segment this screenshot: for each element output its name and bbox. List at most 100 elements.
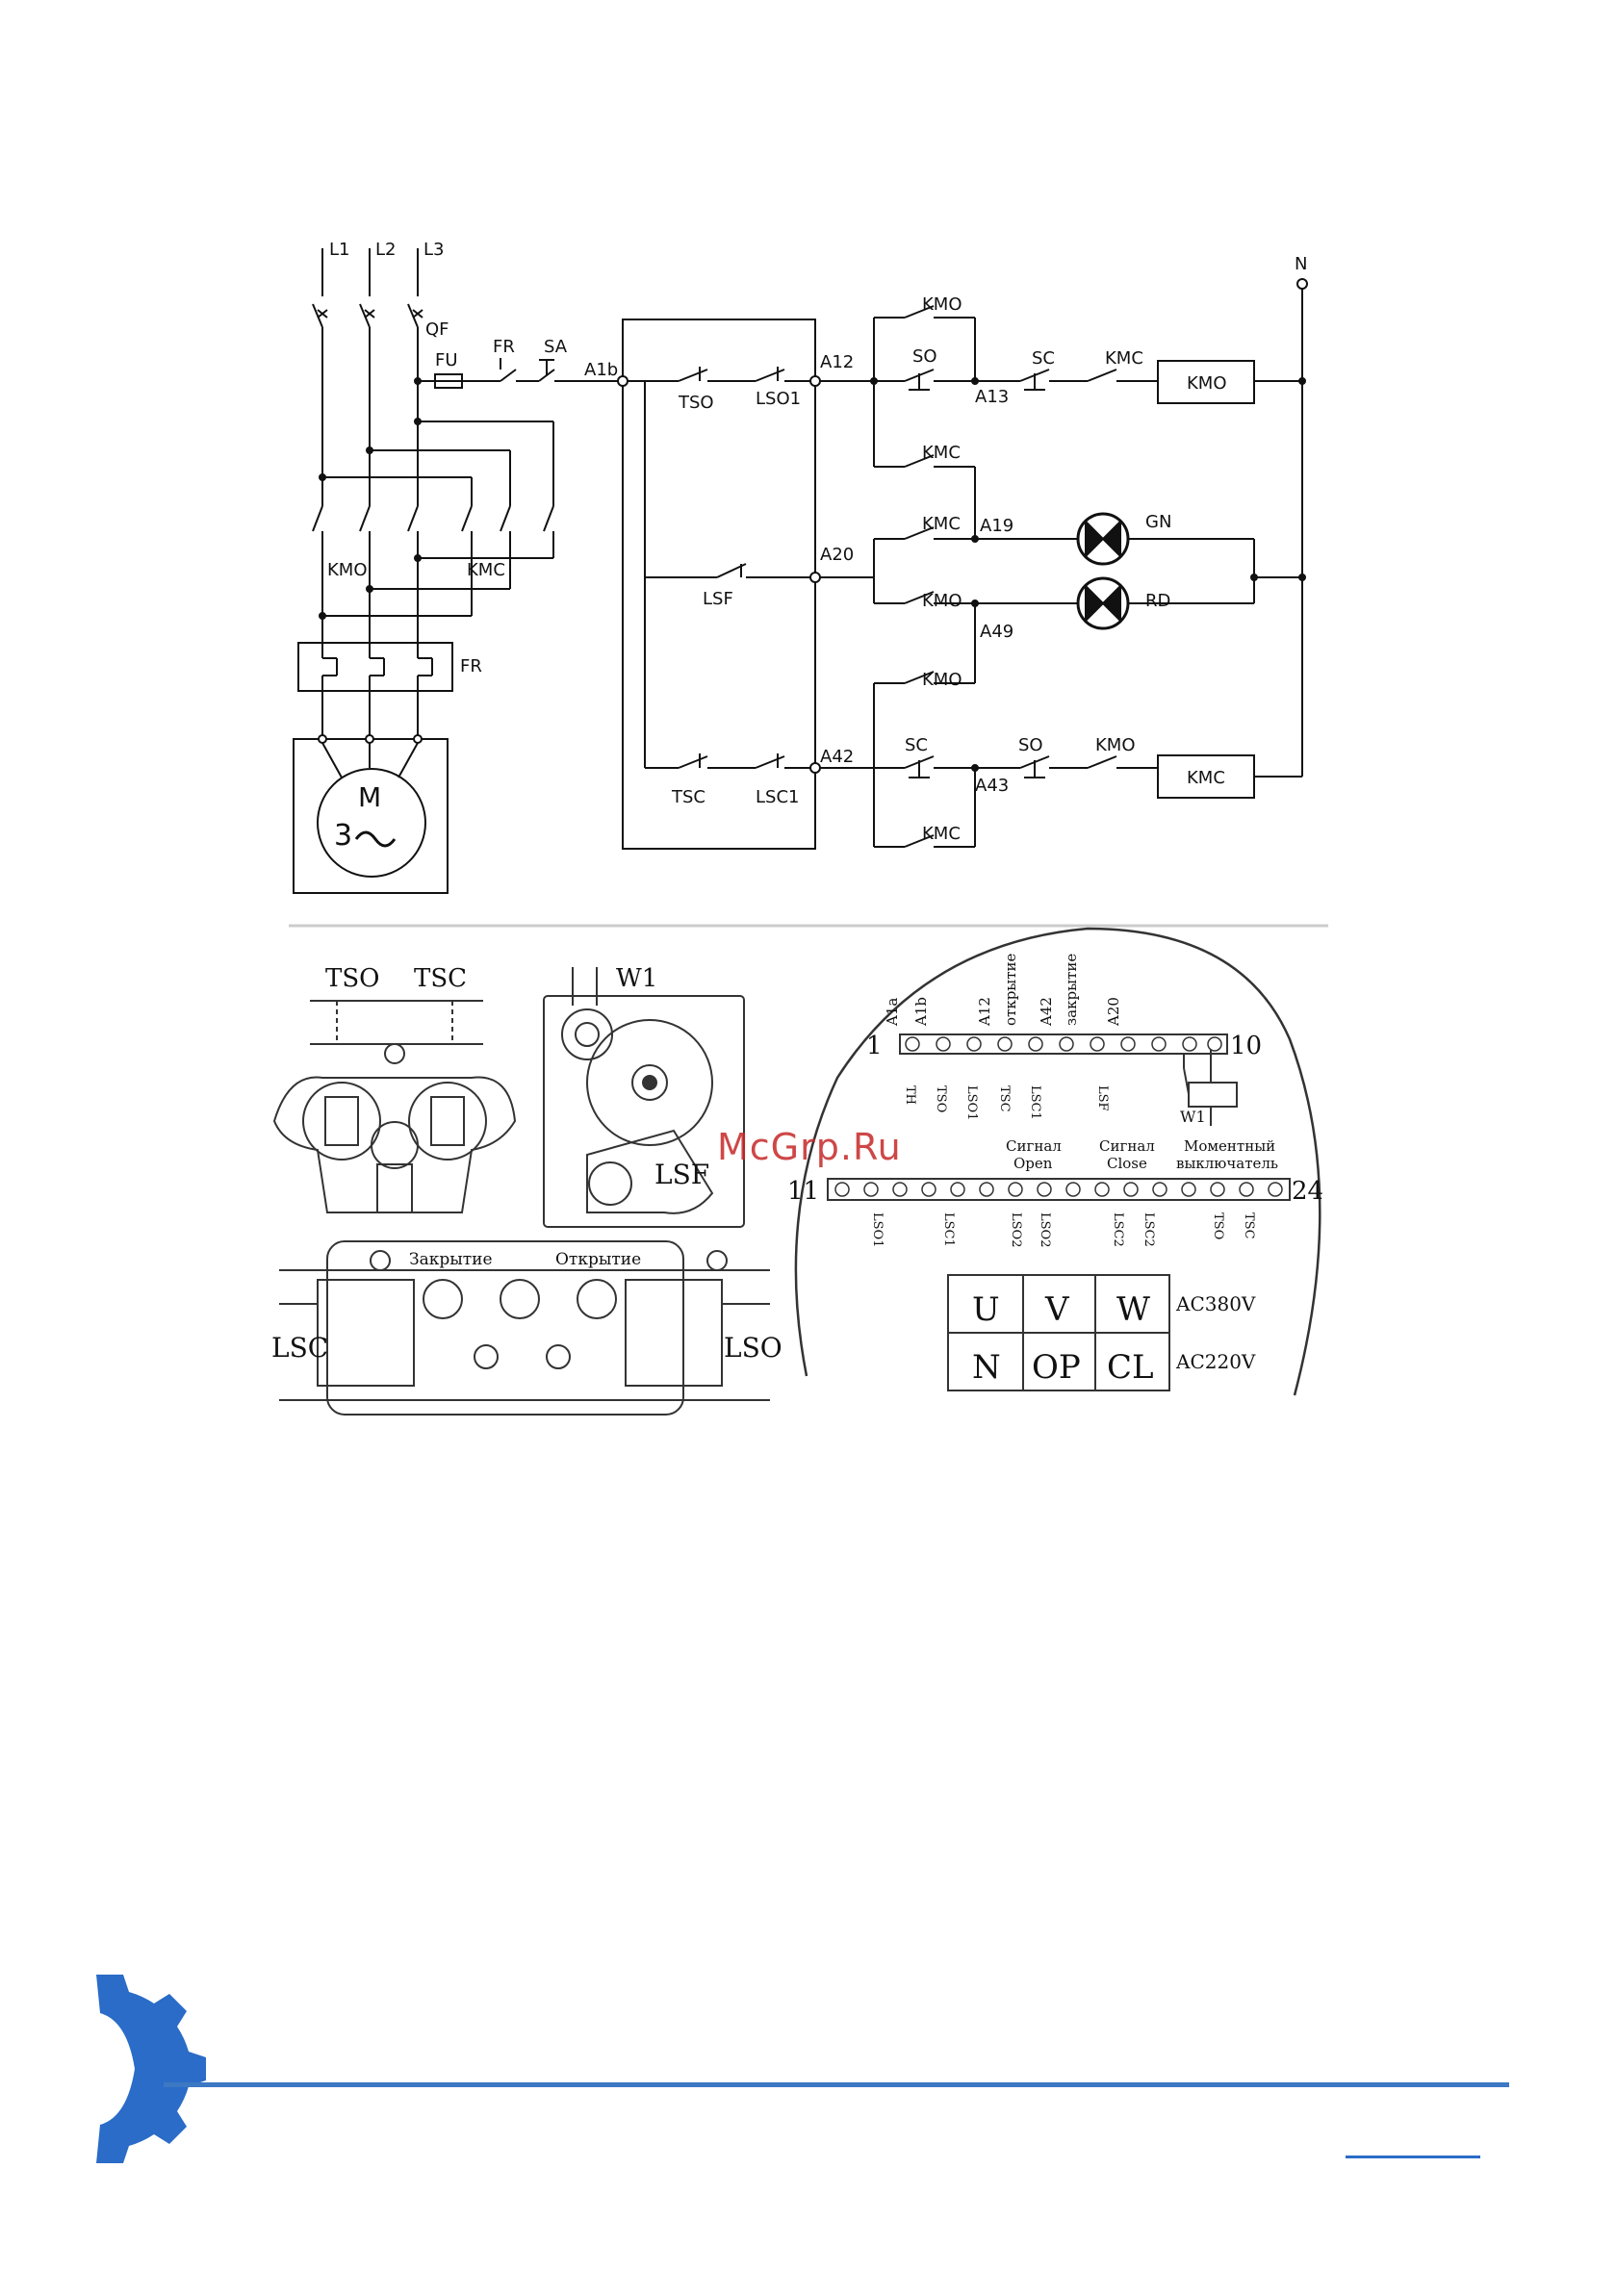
fr-relay-label: FR — [460, 656, 482, 676]
kmc-aux-label: KMC — [922, 443, 961, 463]
torque-line2: выключатель — [1176, 1155, 1278, 1172]
signal-open-line2: Open — [1013, 1155, 1053, 1172]
torque-line1: Моментный — [1184, 1137, 1275, 1155]
bottom-contact-lsc2-a: LSC2 — [1111, 1212, 1125, 1247]
kmo-lamp-label: KMO — [922, 591, 962, 611]
fu-label: FU — [435, 350, 458, 370]
terminal-w1-label: W1 — [1180, 1108, 1206, 1126]
bottom-contact-lso1: LSO1 — [870, 1212, 885, 1247]
kmo-interlock-label: KMO — [1095, 735, 1136, 755]
sc-label: SC — [905, 735, 928, 755]
wiring-schematic — [293, 248, 1308, 894]
kmc-main-label: KMC — [467, 560, 505, 580]
top-contact-lsc1: LSC1 — [1028, 1085, 1042, 1120]
terminal-top-contacts: TH TSO LSO1 TSC LSC1 LSF — [903, 1085, 1110, 1120]
neutral-label: N — [1295, 254, 1307, 274]
tso-title: TSO — [325, 964, 379, 993]
bottom-contact-lsc2-b: LSC2 — [1141, 1212, 1156, 1247]
kmo-aux-label: KMO — [922, 670, 962, 690]
node-a12: A12 — [820, 352, 854, 372]
terminal-top-right-number: 10 — [1230, 1032, 1262, 1060]
terminal-top-labels: A1a A1b A12 открытие A42 закрытие A20 — [884, 953, 1122, 1027]
top-label-a12: A12 — [976, 997, 993, 1027]
node-a43: A43 — [975, 776, 1009, 796]
node-a13: A13 — [975, 387, 1009, 407]
cell-cl: CL — [1107, 1348, 1154, 1387]
qf-label: QF — [425, 319, 449, 340]
terminal-bottom-right-number: 24 — [1292, 1177, 1323, 1206]
tsc-title: TSC — [414, 964, 467, 993]
contact-lsc1: LSC1 — [756, 787, 799, 807]
node-a20: A20 — [820, 545, 854, 565]
mechanism-labels: TSO TSC W1 LSF Закрытие Открытие LSC LSO… — [271, 953, 1323, 1387]
cell-n: N — [972, 1348, 1001, 1387]
phase-l3: L3 — [423, 240, 444, 260]
bottom-contact-lsc1: LSC1 — [941, 1212, 956, 1247]
cell-u: U — [972, 1290, 1000, 1329]
top-label-a1a: A1a — [884, 998, 901, 1027]
motor-m-label: M — [358, 781, 381, 813]
so-interlock-label: SO — [1018, 735, 1043, 755]
phase-l2: L2 — [375, 240, 396, 260]
schematic-labels: L1 L2 L3 N QF FU FR SA A1b KMO KMC FR M … — [327, 240, 1307, 853]
close-direction-label: Закрытие — [409, 1250, 493, 1269]
voltage-table: U V W N OP CL — [972, 1290, 1154, 1387]
terminal-bottom-left-number: 11 — [787, 1177, 819, 1206]
footer — [96, 1975, 1509, 2163]
top-label-a1b: A1b — [912, 997, 930, 1027]
signal-open-line1: Сигнал — [1006, 1137, 1062, 1155]
bottom-contact-lso2-a: LSO2 — [1009, 1212, 1023, 1247]
signal-close-line2: Close — [1107, 1155, 1147, 1172]
lamp-gn: GN — [1145, 512, 1171, 532]
lamp-rd: RD — [1145, 591, 1170, 611]
sa-label: SA — [544, 337, 568, 357]
top-contact-lsf: LSF — [1095, 1085, 1110, 1111]
kmo-main-label: KMO — [327, 560, 368, 580]
sc-interlock-label: SC — [1032, 348, 1055, 369]
kmo-hold-label: KMO — [922, 294, 962, 315]
terminal-top-left-number: 1 — [866, 1032, 883, 1060]
lsc-title: LSC — [271, 1332, 328, 1364]
top-label-a42: A42 — [1038, 997, 1055, 1027]
motor-3-label: 3 — [334, 819, 352, 853]
lsf-title: LSF — [654, 1159, 709, 1190]
kmc-interlock-label: KMC — [1105, 348, 1143, 369]
terminal-screws — [834, 1036, 1283, 1197]
terminal-bottom-contacts: LSO1 LSC1 LSO2 LSO2 LSC2 LSC2 TSO TSC — [870, 1212, 1256, 1247]
gear-logo-icon — [96, 1975, 206, 2163]
contact-tso: TSO — [678, 393, 714, 413]
watermark: McGrp.Ru — [717, 1126, 902, 1168]
top-contact-lso1: LSO1 — [964, 1085, 979, 1120]
ac380v-label: AC380V — [1175, 1292, 1256, 1315]
contact-lso1: LSO1 — [756, 389, 801, 409]
contact-tsc: TSC — [671, 787, 705, 807]
kmc-hold-label: KMC — [922, 824, 961, 844]
cell-op: OP — [1032, 1348, 1081, 1387]
lso-title: LSO — [724, 1332, 782, 1364]
ac220v-label: AC220V — [1175, 1350, 1256, 1373]
node-a1b: A1b — [584, 360, 618, 380]
node-a42: A42 — [820, 747, 854, 767]
fr-contact-label: FR — [493, 337, 515, 357]
bottom-contact-lso2-b: LSO2 — [1038, 1212, 1052, 1247]
bottom-contact-tso: TSO — [1211, 1212, 1225, 1239]
top-contact-th: TH — [903, 1085, 917, 1105]
kmc-lamp-label: KMC — [922, 514, 961, 534]
w1-title: W1 — [616, 964, 657, 993]
top-label-close: закрытие — [1063, 954, 1080, 1026]
cell-w: W — [1116, 1290, 1150, 1329]
signal-close-line1: Сигнал — [1099, 1137, 1155, 1155]
node-a49: A49 — [980, 622, 1013, 642]
top-label-a20: A20 — [1105, 997, 1122, 1027]
contact-lsf: LSF — [703, 589, 733, 609]
mechanism-panel — [272, 924, 1328, 1416]
bottom-contact-tsc: TSC — [1242, 1212, 1256, 1239]
open-direction-label: Открытие — [555, 1250, 641, 1269]
top-label-open: открытие — [1002, 953, 1019, 1026]
top-contact-tsc: TSC — [997, 1085, 1012, 1112]
so-label: SO — [912, 346, 937, 367]
cell-v: V — [1044, 1290, 1070, 1329]
node-a19: A19 — [980, 516, 1013, 536]
